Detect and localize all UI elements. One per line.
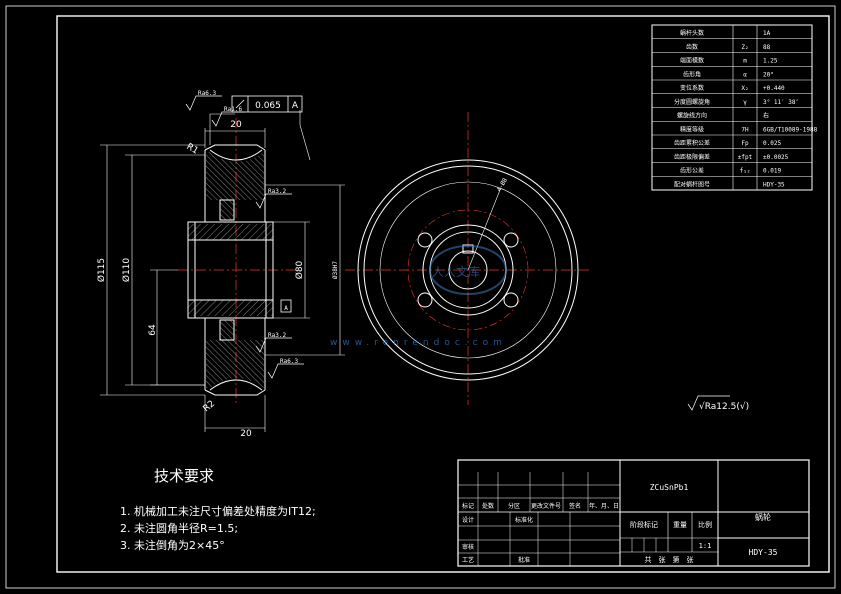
tolerance-frame bbox=[231, 95, 303, 113]
param-symbol: α bbox=[743, 71, 747, 78]
tb-role-standard: 标准化 bbox=[515, 516, 533, 524]
rough-label-bot: Ra6.3 bbox=[280, 358, 298, 365]
radius-r1: R1 bbox=[185, 142, 200, 157]
param-symbol: f₁₂ bbox=[740, 168, 751, 175]
param-value: 0.025 bbox=[763, 140, 781, 147]
rough-label-mid: Ra3.2 bbox=[268, 188, 286, 195]
tb-weight-label: 重量 bbox=[673, 521, 687, 529]
tb-role-review: 审核 bbox=[462, 543, 474, 551]
param-value: 6GB/T10089-1988 bbox=[763, 126, 818, 133]
param-name: 齿距累积公差 bbox=[674, 139, 710, 147]
params-table bbox=[651, 24, 813, 191]
param-name: 精度等级 bbox=[680, 125, 704, 133]
tb-row-label: 更改文件号 bbox=[531, 502, 561, 510]
dim-pitch-diameter: Ø110 bbox=[121, 258, 132, 283]
dimension-lines bbox=[100, 110, 345, 432]
tech-req-item: 1. 机械加工未注尺寸偏差处精度为IT12; bbox=[120, 504, 316, 518]
roughness-symbols bbox=[185, 95, 730, 411]
param-name: 配对蜗杆图号 bbox=[674, 180, 710, 188]
param-value: 3° 11′ 38″ bbox=[763, 99, 799, 106]
dim-outer-diameter: Ø115 bbox=[96, 258, 107, 282]
datum-box bbox=[280, 299, 292, 313]
radius-r2: R2 bbox=[202, 399, 218, 414]
tb-role-approve: 批准 bbox=[518, 556, 530, 564]
dim-bottom-width: 20 bbox=[240, 429, 252, 439]
tb-drawing-no: HDY-35 bbox=[749, 548, 778, 557]
param-value: 1.25 bbox=[763, 58, 778, 65]
tb-row-label: 签名 bbox=[569, 502, 581, 510]
inner-border bbox=[56, 15, 830, 573]
param-symbol: X₂ bbox=[741, 85, 748, 92]
param-name: 齿数 bbox=[686, 43, 698, 51]
tolerance-datum: A bbox=[292, 101, 299, 111]
tb-part-name: 蜗轮 bbox=[755, 512, 771, 522]
tech-req-title: 技术要求 bbox=[154, 467, 214, 485]
watermark-logo-text: 人人文库 bbox=[432, 264, 480, 279]
param-value: 88 bbox=[763, 44, 771, 51]
tb-row-label: 年、月、日 bbox=[589, 502, 619, 510]
tb-material: ZCuSnPb1 bbox=[650, 483, 689, 492]
param-symbol: m bbox=[743, 58, 747, 65]
watermark-url: www.renrendoc.com bbox=[330, 338, 507, 348]
param-value: 右 bbox=[763, 112, 769, 120]
rough-label-top: Ra6.3 bbox=[198, 90, 216, 97]
param-symbol: ±fpt bbox=[738, 154, 753, 161]
param-value: 20° bbox=[763, 71, 774, 78]
dim-height-64: 64 bbox=[148, 324, 158, 336]
dim-bore-diameter: Ø80 bbox=[294, 260, 305, 279]
param-name: 变位系数 bbox=[680, 84, 704, 92]
watermark-logo bbox=[429, 245, 507, 295]
datum-label: A bbox=[284, 305, 288, 312]
tb-scale-label: 比例 bbox=[698, 520, 712, 529]
tb-row-label: 分区 bbox=[508, 502, 520, 510]
param-name: 螺旋线方向 bbox=[677, 112, 707, 120]
outer-border bbox=[5, 5, 836, 589]
tb-row-label: 标记 bbox=[462, 502, 474, 510]
tb-scale: 1:1 bbox=[699, 542, 712, 550]
dim-side-diameter: Ø38H7 bbox=[332, 261, 339, 279]
param-value: HDY-35 bbox=[763, 181, 785, 188]
tech-req-item: 3. 未注倒角为2×45° bbox=[120, 538, 225, 552]
param-name: 齿形角 bbox=[683, 70, 701, 78]
tolerance-value: 0.065 bbox=[255, 101, 281, 111]
tb-role-process: 工艺 bbox=[462, 556, 474, 564]
param-name: 端面模数 bbox=[680, 57, 704, 65]
param-symbol: γ bbox=[743, 99, 747, 106]
tech-req-item: 2. 未注圆角半径R=1.5; bbox=[120, 521, 238, 535]
param-name: 分度圆螺旋角 bbox=[674, 98, 710, 106]
param-symbol: 7H bbox=[741, 126, 749, 133]
param-value: +0.440 bbox=[763, 85, 785, 92]
rough-label-mid2: Ra3.2 bbox=[268, 332, 286, 339]
tb-stage-label: 阶段标记 bbox=[630, 520, 658, 529]
param-symbol: Z₂ bbox=[741, 44, 748, 51]
tb-sheet: 共 张 第 张 bbox=[645, 555, 694, 564]
rough-label-top2: Ra1.6 bbox=[224, 106, 242, 113]
title-block bbox=[457, 459, 810, 567]
param-value: 0.019 bbox=[763, 168, 781, 175]
section-hatching bbox=[188, 152, 273, 388]
tb-role-designer: 设计 bbox=[462, 516, 474, 524]
param-name: 齿形公差 bbox=[680, 167, 704, 175]
dim-top-width: 20 bbox=[230, 120, 242, 130]
general-roughness: √Ra12.5(√) bbox=[699, 401, 749, 412]
param-name: 齿距极限偏差 bbox=[674, 153, 710, 161]
tb-row-label: 处数 bbox=[482, 502, 494, 510]
param-name: 蜗杆头数 bbox=[680, 29, 704, 37]
param-symbol: Fp bbox=[741, 140, 749, 147]
front-view bbox=[345, 112, 590, 405]
hole-note: 4-Ø8 bbox=[496, 177, 509, 193]
param-value: ±0.0025 bbox=[763, 154, 789, 161]
param-value: 1A bbox=[763, 30, 771, 37]
